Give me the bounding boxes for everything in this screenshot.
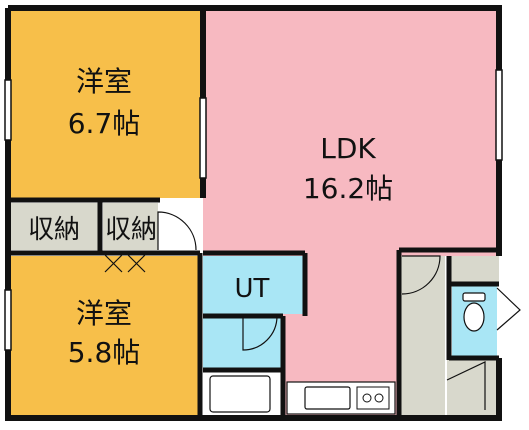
storage-2-area [103,203,158,250]
toilet-fixture-bowl [463,302,485,332]
room-size-ldk: 16.2帖 [303,172,393,205]
doors [104,211,521,410]
stove-burner [374,393,384,403]
toilet-fixture-base [462,292,486,302]
room-label-ldk: LDK [320,132,376,165]
kitchen-sink [304,386,351,410]
windows [4,69,503,351]
room-label-bedroom-bottom: 洋室 [76,297,132,330]
room-label-storage-2: 収納 [105,215,157,245]
room-label-utility: UT [235,274,270,304]
ldk-area [203,8,499,256]
room-size-bedroom-top: 6.7帖 [68,107,141,140]
stove-burner [362,393,372,403]
room-label-storage-1: 収納 [28,215,80,245]
bedroom-bottom-area [8,256,200,418]
shoe-closet-area [447,256,499,282]
room-size-bedroom-bottom: 5.8帖 [68,336,141,369]
kitchen-stove [356,386,390,410]
washroom-area [203,318,281,370]
room-label-bedroom-top: 洋室 [76,65,132,98]
stair-area [447,358,499,418]
utility-area [203,256,303,314]
storage-1-area [8,203,98,250]
entry-area [400,256,445,418]
washbasin-fixture [209,375,271,413]
bedroom-top-area [8,8,203,198]
